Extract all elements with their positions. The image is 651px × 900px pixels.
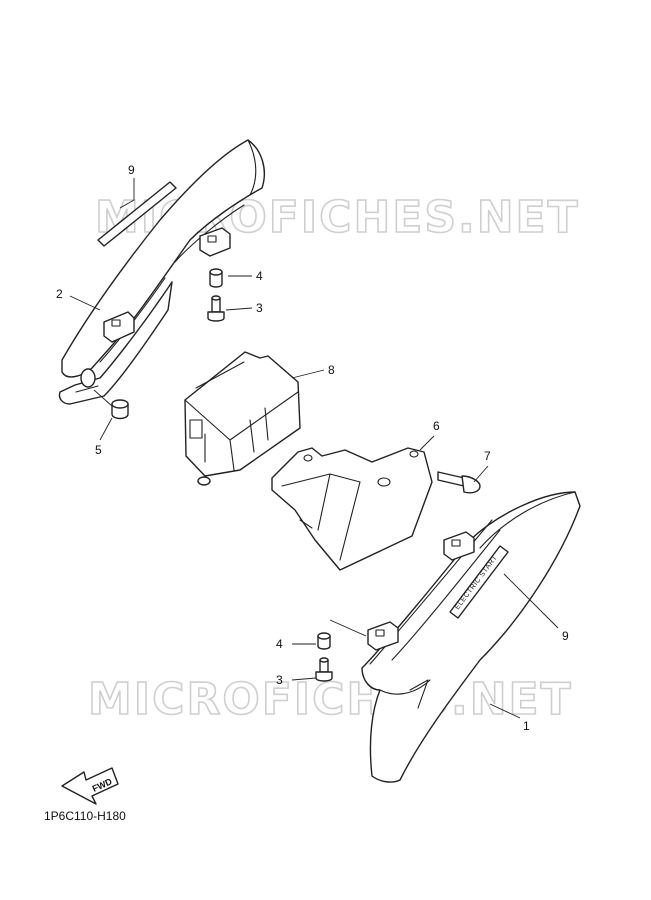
callout-4-bottom: 4 <box>276 637 283 651</box>
part-5-grommet <box>111 399 129 420</box>
callout-9-right: 9 <box>562 629 569 643</box>
part-4-collar-bottom <box>317 632 331 650</box>
callout-3-bottom: 3 <box>276 673 283 687</box>
part-3-bolt-bottom <box>315 657 333 682</box>
part-3-bolt-top <box>207 295 225 322</box>
callout-8: 8 <box>328 363 335 377</box>
callout-9-top: 9 <box>128 163 135 177</box>
callout-7: 7 <box>484 449 491 463</box>
part-7-bolt <box>437 471 481 494</box>
part-2-left-side-cover <box>58 139 266 405</box>
part-8-battery-box <box>184 351 301 486</box>
callout-1: 1 <box>523 719 530 733</box>
callout-3-top: 3 <box>256 301 263 315</box>
fwd-arrow-icon: FWD <box>61 767 119 805</box>
part-9-emblem-top <box>97 181 177 247</box>
callout-5: 5 <box>95 443 102 457</box>
callout-2: 2 <box>56 287 63 301</box>
part-1-right-side-cover <box>361 491 581 783</box>
part-4-collar-top <box>209 268 223 288</box>
callout-4-top: 4 <box>256 269 263 283</box>
callout-6: 6 <box>433 419 440 433</box>
watermark-bottom: MICROFICHES.NET <box>88 674 573 725</box>
diagram-code: 1P6C110-H180 <box>44 809 126 823</box>
leader-lines <box>69 178 559 719</box>
part-6-bracket <box>271 447 433 571</box>
